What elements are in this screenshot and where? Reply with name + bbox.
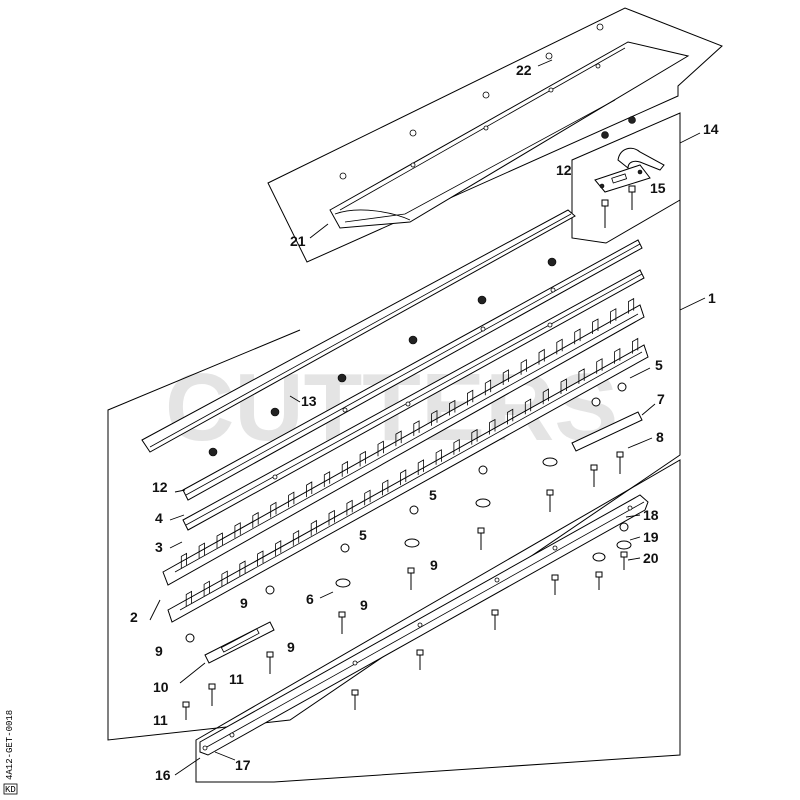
top-bar (182, 239, 643, 501)
callout-20: 20 (643, 550, 659, 566)
callout-9-b: 9 (240, 595, 248, 611)
callout-18: 18 (643, 507, 659, 523)
callout-5-mid: 5 (429, 487, 437, 503)
callout-22: 22 (516, 62, 532, 78)
callout-5-low: 5 (359, 527, 367, 543)
guard-strip (141, 209, 576, 453)
callout-13: 13 (301, 393, 317, 409)
bottom-rail (199, 494, 649, 756)
callout-14: 14 (703, 121, 719, 137)
spacers (185, 382, 627, 643)
callout-4: 4 (155, 510, 163, 526)
washers (335, 457, 632, 588)
side-code: 4A12-GET-0018 (5, 710, 15, 780)
svg-text:KD: KD (5, 785, 16, 795)
callout-19: 19 (643, 529, 659, 545)
corner-mark: KD (3, 783, 18, 795)
callout-7: 7 (657, 391, 665, 407)
callout-11-a: 11 (229, 671, 244, 687)
cover-frame (267, 7, 723, 263)
leader-lines (149, 59, 706, 776)
guide-plate (204, 621, 275, 664)
handle-plate (594, 147, 665, 228)
callout-10: 10 (153, 679, 169, 695)
callout-1: 1 (708, 290, 716, 306)
callout-12-left: 12 (152, 479, 168, 495)
callout-5-right: 5 (655, 357, 663, 373)
slide-plate (571, 411, 643, 452)
handle-frame (571, 112, 681, 244)
lower-blade (167, 337, 649, 623)
callout-17: 17 (235, 757, 251, 773)
callout-9-e: 9 (287, 639, 295, 655)
callout-15: 15 (650, 180, 666, 196)
middle-bar (182, 269, 645, 531)
callout-9-a: 9 (430, 557, 438, 573)
bottom-frame (195, 459, 681, 783)
upper-blade (162, 297, 645, 586)
callout-9-d: 9 (155, 643, 163, 659)
callout-3: 3 (155, 539, 163, 555)
bolts (182, 451, 628, 720)
callout-11-b: 11 (153, 712, 168, 728)
callout-labels: 22 14 12 15 21 1 13 5 7 8 12 4 5 3 5 18 … (130, 62, 719, 783)
callout-8: 8 (656, 429, 664, 445)
callout-6: 6 (306, 591, 314, 607)
callout-21: 21 (290, 233, 306, 249)
callout-12-top: 12 (556, 162, 572, 178)
callout-2: 2 (130, 609, 138, 625)
callout-16: 16 (155, 767, 171, 783)
cover-plate (329, 23, 690, 229)
main-frame (107, 200, 681, 741)
callout-9-c: 9 (360, 597, 368, 613)
